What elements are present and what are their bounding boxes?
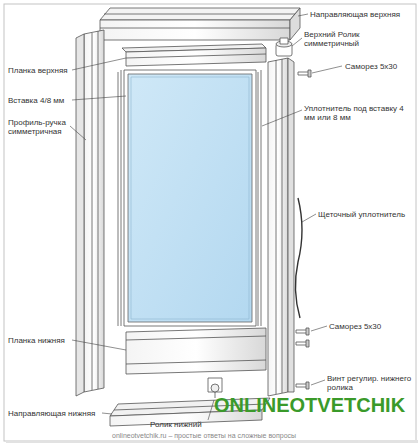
screw — [298, 70, 311, 77]
part-label: Винт регулир. нижнего ролика — [327, 374, 413, 392]
part-label: Направляющая верхняя — [310, 10, 414, 19]
screw — [296, 340, 309, 347]
top-roller — [276, 38, 292, 56]
right-profile — [268, 58, 294, 396]
handle-profile — [76, 30, 104, 396]
part-label: Планка верхняя — [8, 66, 72, 75]
watermark-url: onlineotvetchik.ru – простые ответы на с… — [112, 432, 296, 440]
part-label: Планка нижняя — [8, 336, 72, 345]
adjust-screw — [296, 382, 309, 389]
part-label: Профиль-ручка симметричная — [8, 118, 70, 136]
frame-shadow — [6, 440, 418, 443]
part-label: Уплотнитель под вставку 4 мм или 8 мм — [304, 104, 410, 122]
top-guide-rail — [100, 8, 300, 40]
part-label: Саморез 5х30 — [329, 322, 411, 331]
brush-seal — [295, 198, 302, 318]
watermark: ONLINEOTVETCHIK — [214, 394, 405, 416]
part-label: Вставка 4/8 мм — [8, 96, 72, 105]
bottom-plank — [126, 328, 266, 374]
picture-frame — [4, 4, 416, 441]
screw — [296, 328, 309, 335]
part-label: Верхний Ролик симметричный — [304, 30, 414, 48]
part-label: Направляющая нижняя — [8, 409, 102, 418]
part-label: Щеточный уплотнитель — [318, 210, 413, 219]
leader-lines — [70, 14, 342, 420]
top-plank — [122, 44, 266, 66]
glass-panel — [124, 70, 256, 326]
seal-strips — [118, 70, 261, 326]
part-label: Саморез 5х30 — [345, 62, 415, 71]
part-label: Ролик нижний — [150, 420, 210, 429]
